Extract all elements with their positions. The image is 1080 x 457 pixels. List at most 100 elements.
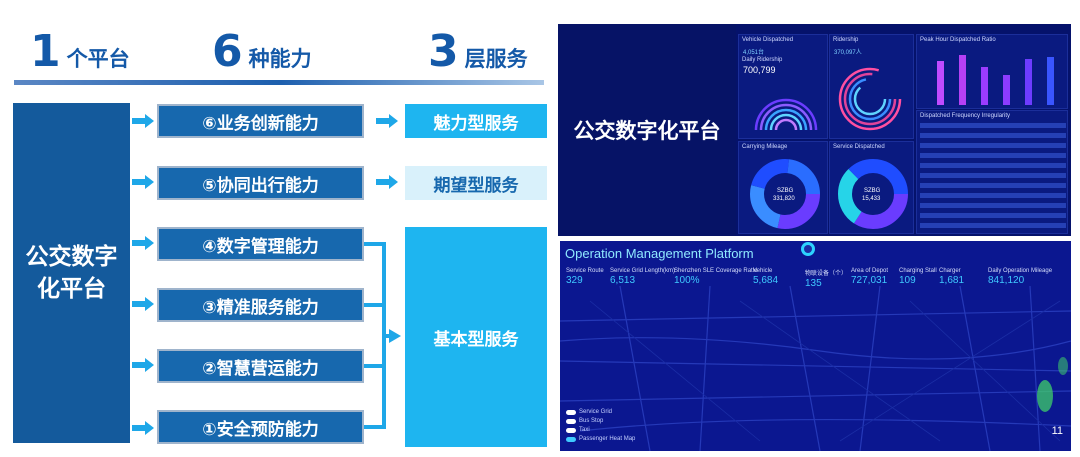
header-text: 层服务	[464, 47, 528, 71]
map-screenshot: Operation Management Platform Service Ro…	[560, 241, 1071, 451]
donut-chart-icon	[750, 159, 820, 229]
vehicle-count: 4,051台	[743, 50, 765, 56]
dashboard-title: 公交数字化平台	[558, 24, 736, 236]
platform-label: 公交数字化平台	[25, 244, 118, 302]
arrow-right-icon	[376, 175, 398, 189]
header-services: 3 层服务	[428, 30, 528, 74]
kpi-item: Daily Operation Mileage 841,120	[988, 268, 1052, 286]
toggle-icon	[566, 427, 576, 433]
map-corner-number: 11	[1051, 425, 1063, 437]
kpi-item: Charger 1,681	[939, 268, 964, 286]
capability-label: ③精准服务能力	[202, 297, 319, 318]
legend-label: Taxi	[579, 427, 590, 433]
ridership-panel: Ridership 370,097人	[829, 34, 914, 139]
header-text: 种能力	[248, 47, 312, 71]
logo-icon	[801, 242, 815, 256]
capability-box: ④数字管理能力	[157, 227, 364, 261]
donut-center-label: SZBG	[777, 188, 794, 194]
panel-title: Dispatched Frequency Irregularity	[920, 113, 1011, 119]
legend-toggle[interactable]: Service Grid	[566, 409, 612, 415]
kpi-item: Service Grid Length(km) 6,513	[610, 268, 675, 286]
kpi-item: Service Route 329	[566, 268, 604, 286]
service-box-charm: 魅力型服务	[405, 104, 547, 138]
ridership-label: Daily Ridership	[742, 57, 783, 63]
map-title: Operation Management Platform	[565, 246, 754, 261]
arrow-right-icon	[132, 236, 154, 250]
panel-title: Vehicle Dispatched	[742, 37, 794, 43]
kpi-value: 841,120	[988, 275, 1025, 286]
service-label: 基本型服务	[433, 329, 519, 350]
ridership-total: 370,097人	[834, 50, 862, 56]
kpi-label: 物联设备（个）	[805, 271, 848, 277]
kpi-label: Shenzhen SLE Coverage Ratio	[674, 268, 758, 274]
kpi-item: Area of Depot 727,031	[851, 268, 888, 286]
legend-label: Bus Stop	[579, 418, 604, 424]
ridership-value: 700,799	[743, 65, 776, 75]
capability-box: ③精准服务能力	[157, 288, 364, 322]
header-platform: 1 个平台	[30, 30, 130, 74]
service-panel: Service Dispatched SZBG 15,433	[829, 141, 914, 234]
kpi-item: Charging Stall 109	[899, 268, 937, 286]
panel-title: Ridership	[833, 37, 859, 43]
donut-center-value: 331,820	[773, 196, 795, 202]
kpi-value: 329	[566, 275, 583, 286]
capability-box: ①安全预防能力	[157, 410, 364, 444]
table-rows-icon	[920, 123, 1066, 228]
capability-label: ⑥业务创新能力	[202, 113, 319, 134]
kpi-label: Charger	[939, 268, 961, 274]
toggle-icon	[566, 436, 576, 442]
panel-title: Carrying Mileage	[742, 144, 788, 150]
ring-chart-icon	[838, 67, 902, 131]
kpi-label: Area of Depot	[851, 268, 889, 274]
arrow-right-icon	[132, 358, 154, 372]
header-number: 3	[428, 26, 459, 77]
kpi-value: 5,684	[753, 275, 779, 286]
kpi-label: Service Route	[566, 268, 604, 274]
legend-toggle[interactable]: Passenger Heat Map	[566, 436, 635, 442]
arrow-right-icon	[132, 297, 154, 311]
kpi-label: Vehicle	[753, 268, 773, 274]
kpi-label: Charging Stall	[899, 268, 937, 274]
legend-toggle[interactable]: Bus Stop	[566, 418, 603, 424]
platform-box: 公交数字化平台	[13, 103, 130, 443]
header-capabilities: 6 种能力	[212, 30, 312, 74]
capability-label: ④数字管理能力	[202, 236, 319, 257]
kpi-item: Shenzhen SLE Coverage Ratio 100%	[674, 268, 757, 286]
kpi-item: Vehicle 5,684	[753, 268, 778, 286]
header-divider	[14, 80, 544, 85]
donut-center-label: SZBG	[864, 188, 881, 194]
header-number: 6	[212, 26, 243, 77]
donut-center-value: 15,433	[862, 196, 881, 202]
service-label: 魅力型服务	[433, 113, 519, 134]
legend-toggle[interactable]: Taxi	[566, 427, 590, 433]
dashboard-screenshot: 公交数字化平台 Vehicle Dispatched 4,051台 Daily …	[558, 24, 1071, 236]
header-text: 个平台	[66, 47, 130, 71]
vehicle-panel: Vehicle Dispatched 4,051台 Daily Ridershi…	[738, 34, 828, 139]
capability-box: ⑤协同出行能力	[157, 166, 364, 200]
arrow-right-icon	[132, 421, 154, 435]
ring-chart-icon	[754, 98, 818, 131]
peak-hour-panel: Peak Hour Dispatched Ratio	[916, 34, 1068, 109]
toggle-icon	[566, 409, 576, 415]
arrow-right-icon	[376, 114, 398, 128]
service-box-basic: 基本型服务	[405, 227, 547, 447]
kpi-label: Daily Operation Mileage	[988, 268, 1053, 274]
capability-box: ②智慧营运能力	[157, 349, 364, 383]
map-roads	[560, 241, 1071, 451]
mileage-panel: Carrying Mileage SZBG 331,820	[738, 141, 828, 234]
kpi-value: 100%	[674, 275, 700, 286]
kpi-value: 109	[899, 275, 916, 286]
capability-box: ⑥业务创新能力	[157, 104, 364, 138]
dashboard-title-text: 公交数字化平台	[573, 119, 721, 143]
capability-label: ⑤协同出行能力	[202, 175, 319, 196]
panel-title: Peak Hour Dispatched Ratio	[920, 37, 996, 43]
kpi-item: 物联设备（个） 135	[805, 268, 847, 289]
frequency-panel: Dispatched Frequency Irregularity	[916, 110, 1068, 234]
legend-label: Service Grid	[579, 409, 613, 415]
kpi-value: 135	[805, 278, 822, 289]
panel-title: Service Dispatched	[833, 144, 885, 150]
capability-label: ①安全预防能力	[202, 419, 319, 440]
donut-chart-icon	[838, 159, 908, 229]
header-number: 1	[30, 26, 61, 77]
toggle-icon	[566, 418, 576, 424]
